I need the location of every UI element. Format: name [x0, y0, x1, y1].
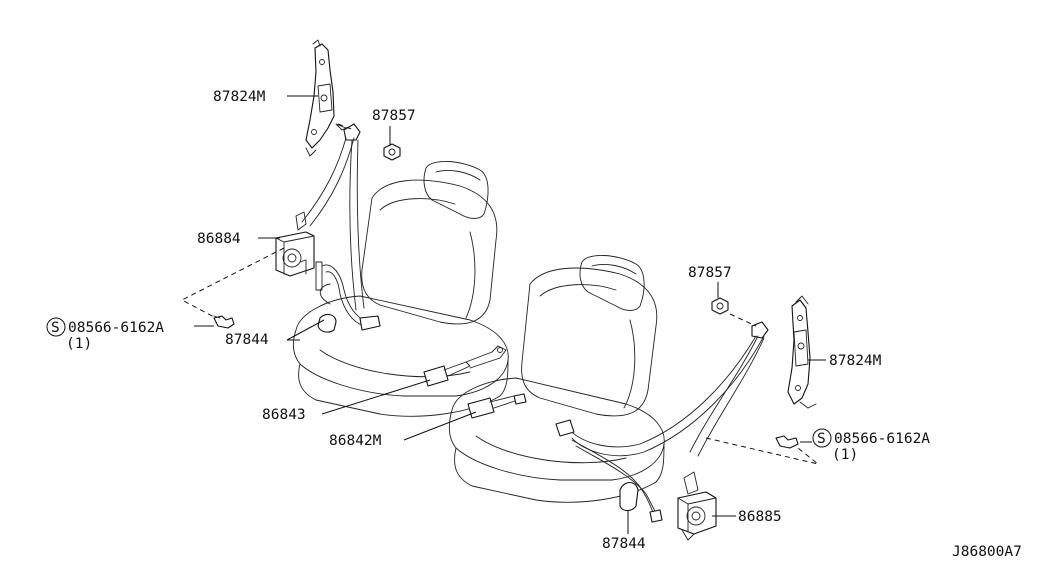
upper-anchor-adjuster-left [305, 39, 335, 157]
label-qty-left: (1) [66, 336, 92, 352]
symbol-circle-left [46, 317, 66, 337]
bolt-87857-left [335, 123, 401, 161]
callout-labels: 87824M 87857 86884 S 08566-6162A (1) 878… [46, 89, 1022, 560]
label-08566-left: 08566-6162A [68, 320, 164, 336]
label-87857-left: 87857 [372, 108, 416, 124]
leader-lines [194, 95, 826, 534]
label-86884: 86884 [197, 231, 241, 247]
bolt-08566-right [775, 435, 799, 449]
upper-anchor-adjuster-right [787, 295, 817, 409]
dashed-lines [180, 123, 819, 465]
figure-code: J86800A7 [952, 544, 1022, 560]
label-87857-right: 87857 [688, 265, 732, 281]
label-08566-right: 08566-6162A [834, 431, 930, 447]
buckle-86843 [423, 345, 507, 387]
clip-left [317, 313, 337, 333]
retractor-right [677, 471, 717, 541]
symbol-s-left: S [51, 320, 60, 336]
bolt-08566-left [213, 315, 235, 329]
label-87824m-left: 87824M [213, 89, 266, 105]
label-87824m-right: 87824M [829, 353, 882, 369]
symbol-circle-right [812, 428, 832, 448]
label-86842m: 86842M [329, 433, 382, 449]
label-qty-right: (1) [832, 447, 858, 463]
right-belt-webbing [555, 321, 769, 523]
bolt-87857-right [711, 297, 729, 315]
label-87844-right: 87844 [602, 536, 646, 552]
retractor-left [275, 211, 315, 277]
clip-right [619, 481, 639, 512]
left-seat [292, 161, 509, 417]
label-86885: 86885 [738, 509, 782, 525]
label-86843: 86843 [262, 407, 306, 423]
label-87844-left: 87844 [225, 332, 269, 348]
symbol-s-right: S [817, 431, 826, 447]
right-seat [448, 255, 665, 503]
